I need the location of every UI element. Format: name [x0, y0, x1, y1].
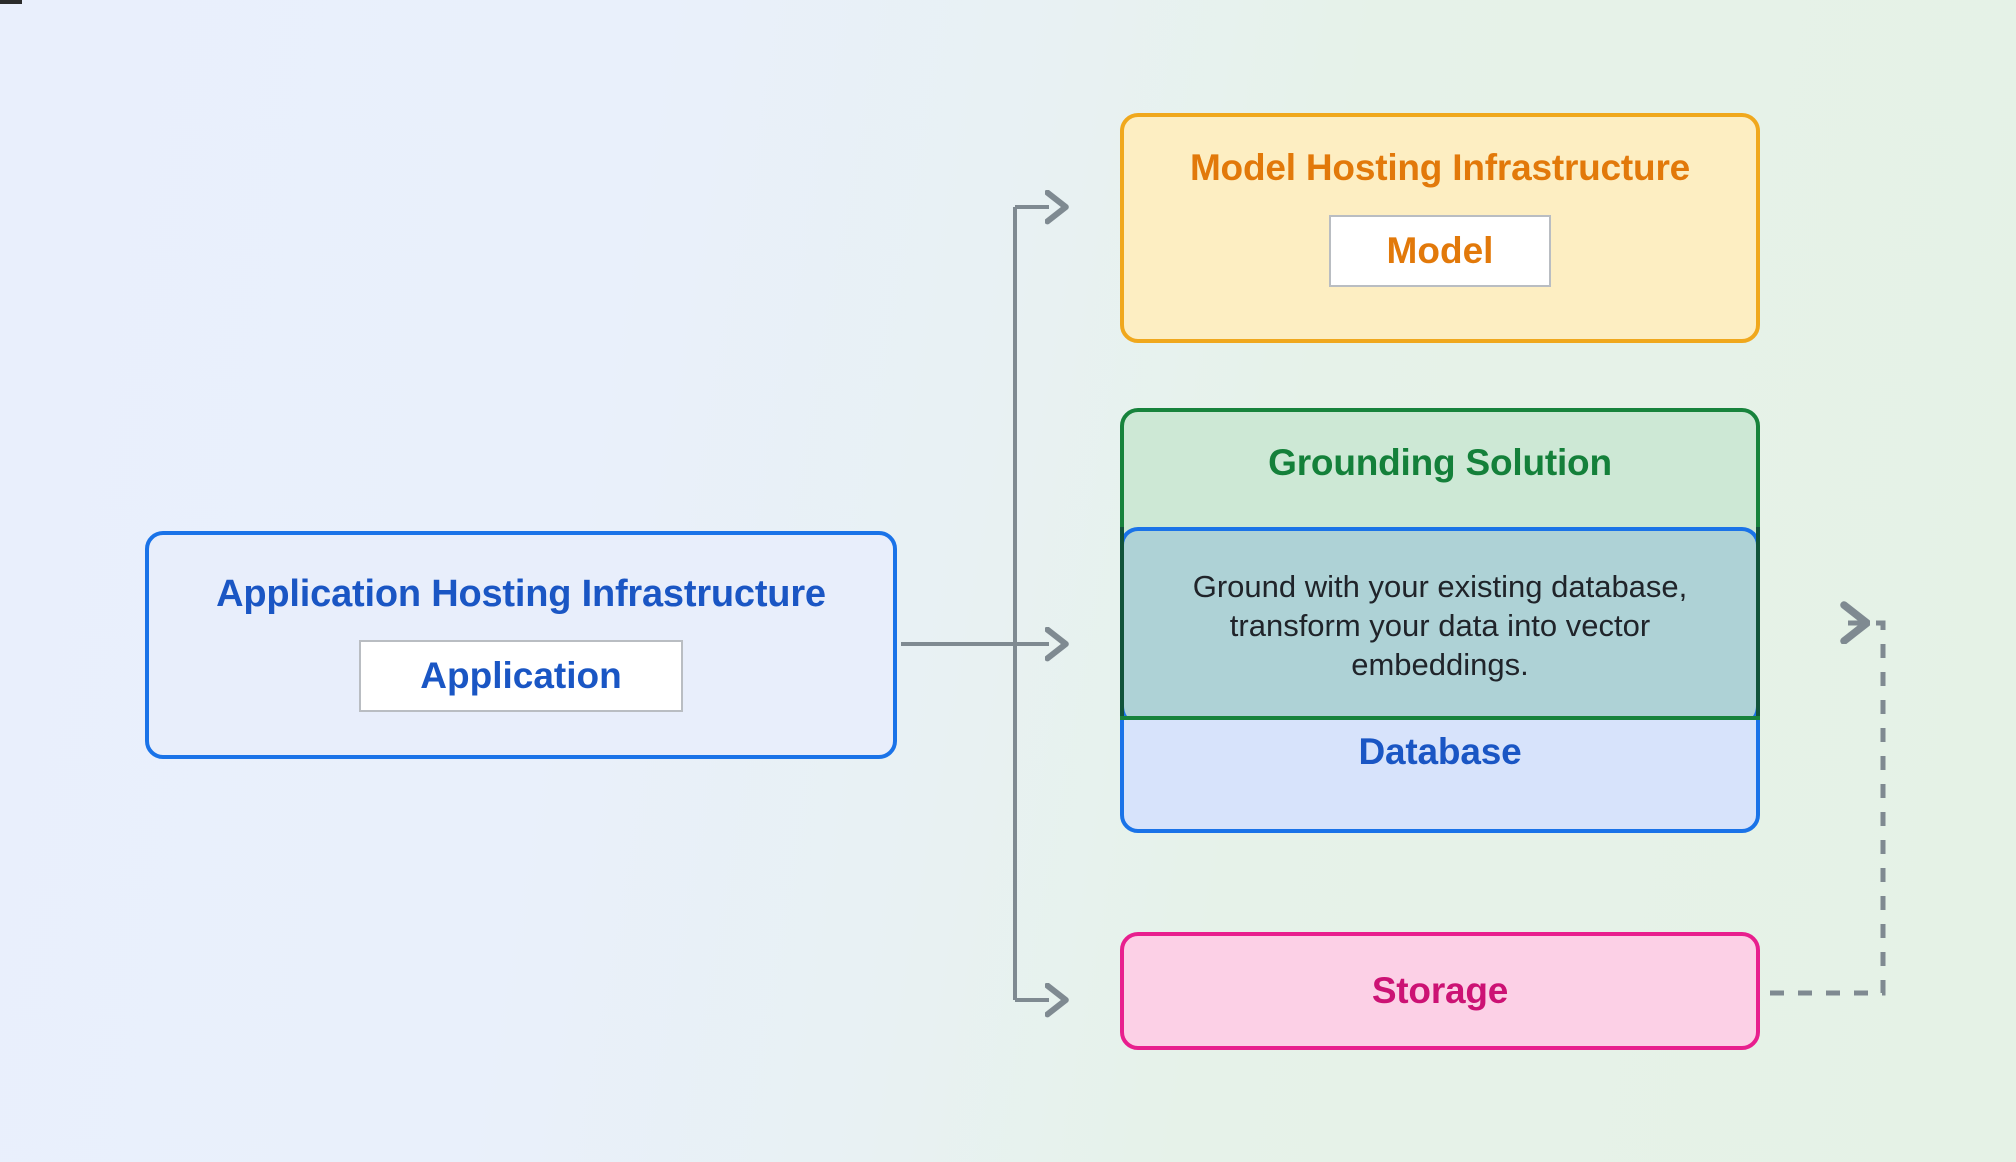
connector-storage-to-database — [1770, 623, 1886, 996]
corner-artifact — [0, 0, 22, 4]
overlap-green-right-edge — [1756, 527, 1760, 720]
overlap-green-bottom-edge — [1120, 716, 1760, 720]
chip-model[interactable]: Model — [1329, 215, 1551, 287]
node-application-hosting-infrastructure[interactable]: Application Hosting Infrastructure Appli… — [145, 531, 897, 759]
node-storage[interactable]: Storage — [1120, 932, 1760, 1050]
node-model-hosting-infrastructure[interactable]: Model Hosting Infrastructure Model — [1120, 113, 1760, 343]
node-grounding-database-overlap[interactable]: Ground with your existing database, tran… — [1120, 527, 1760, 720]
connector-app-to-model — [901, 207, 1049, 1000]
grounding-solution-title: Grounding Solution — [1268, 442, 1612, 483]
model-hosting-title: Model Hosting Infrastructure — [1189, 147, 1691, 188]
database-title: Database — [1358, 731, 1522, 772]
chip-application[interactable]: Application — [359, 640, 683, 712]
storage-title: Storage — [1371, 970, 1509, 1011]
overlap-green-left-edge — [1120, 527, 1124, 720]
overlap-description: Ground with your existing database, tran… — [1192, 568, 1688, 683]
application-hosting-title: Application Hosting Infrastructure — [216, 573, 826, 615]
